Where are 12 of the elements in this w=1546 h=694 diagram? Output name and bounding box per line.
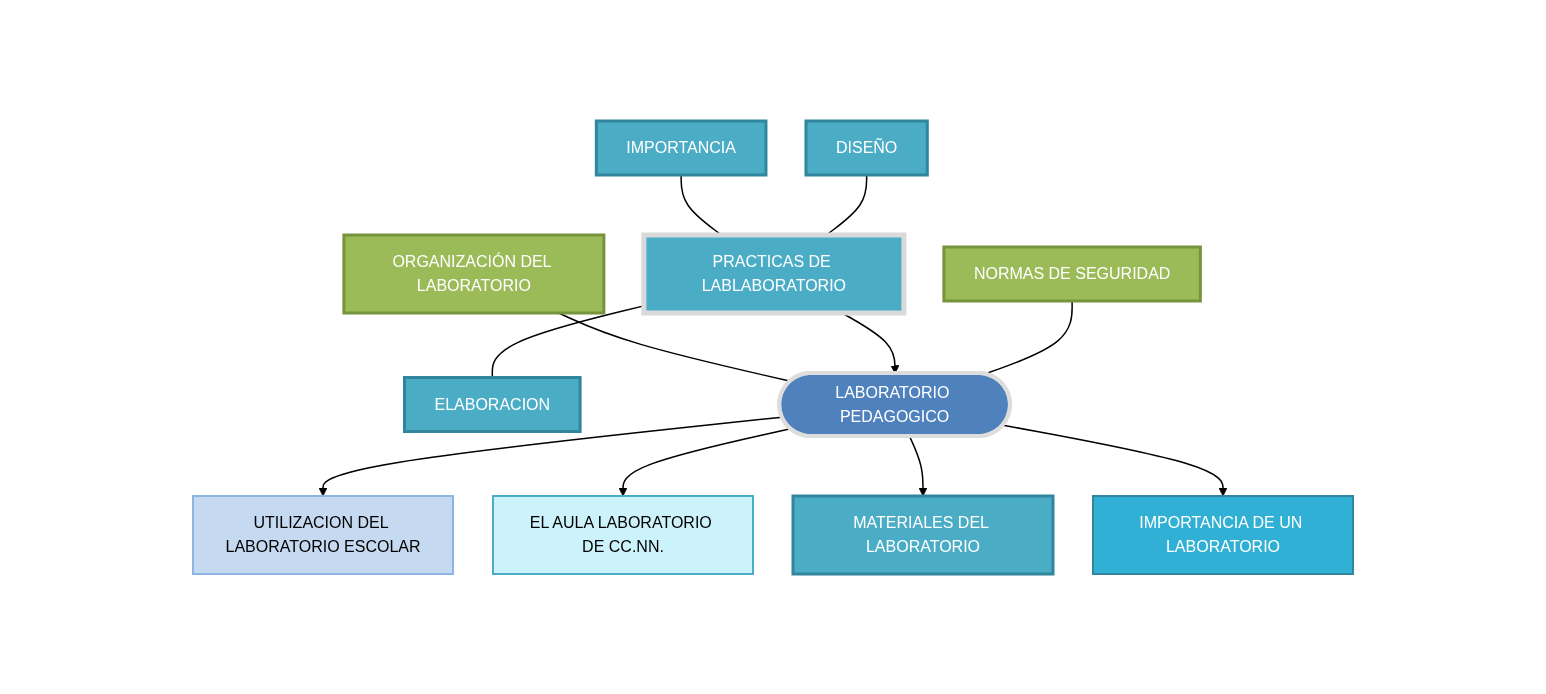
node-box: EL AULA LABORATORIO DE CC.NN. — [492, 494, 754, 575]
node-box: DISEÑO — [804, 119, 929, 176]
node-box: IMPORTANCIA — [594, 119, 768, 176]
arrow — [908, 435, 928, 496]
node-box: MATERIALES DEL LABORATORIO — [791, 494, 1055, 575]
node-box: UTILIZACION DEL LABORATORIO ESCOLAR — [192, 494, 454, 575]
node-box: ELABORACION — [403, 375, 582, 433]
node-box: IMPORTANCIA DE UN LABORATORIO — [1092, 494, 1354, 575]
node-box: PRACTICAS DE LABLABORATORIO — [641, 232, 907, 315]
node-box: NORMAS DE SEGURIDAD — [942, 245, 1202, 302]
arrow — [1002, 424, 1228, 496]
node-box: ORGANIZACIÓN DEL LABORATORIO — [342, 233, 606, 314]
